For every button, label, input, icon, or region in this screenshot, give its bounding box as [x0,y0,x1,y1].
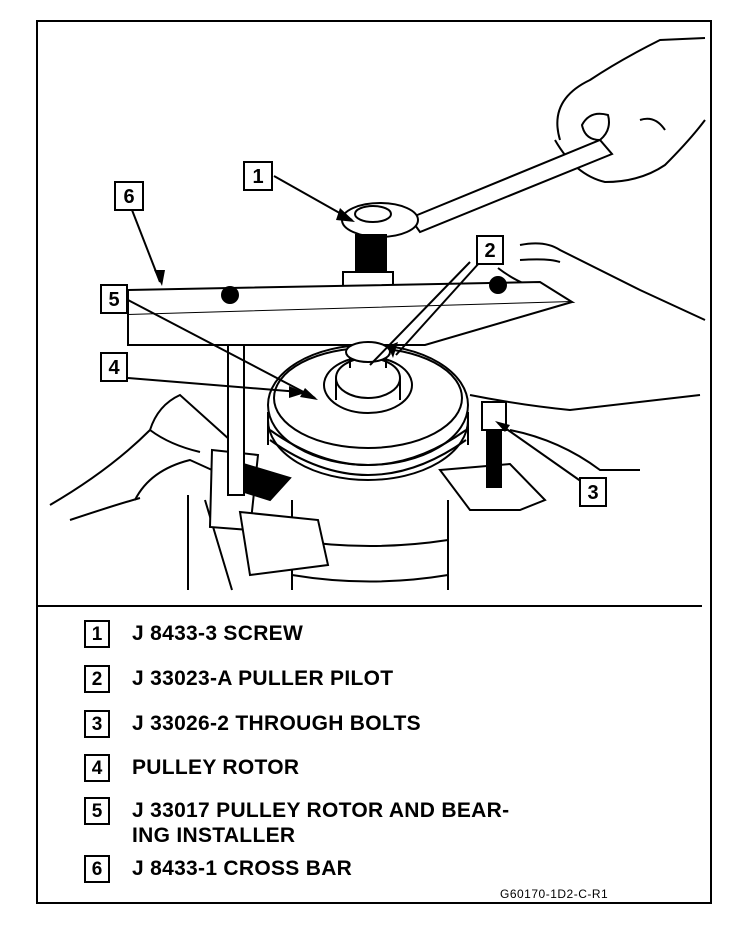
leader-lines [127,175,583,483]
legend-label: J 33017 PULLEY ROTOR AND BEAR- ING INSTA… [132,797,509,848]
figure-code: G60170-1D2-C-R1 [500,887,609,901]
callout-5: 5 [100,284,128,314]
wrench [341,138,614,238]
legend-item-2: 2 J 33023-A PULLER PILOT [84,665,393,693]
cross-bar [127,276,576,346]
legend-item-6: 6 J 8433-1 CROSS BAR [84,855,352,883]
legend-number: 5 [84,797,110,825]
legend-item-4: 4 PULLEY ROTOR [84,754,299,782]
legend-label-line: PULLEY ROTOR [132,756,300,779]
pulley-rotor [267,341,469,481]
legend-item-1: 1 J 8433-3 SCREW [84,620,303,648]
callout-4: 4 [100,352,128,382]
legend-label: J 33026-2 THROUGH BOLTS [132,710,421,736]
callout-label-2: 2 [484,240,495,262]
compressor-body [187,495,449,591]
callout-label-1: 1 [252,166,263,188]
legend-number: 1 [84,620,110,648]
legend-label-line: J 8433-1 CROSS BAR [132,857,353,880]
legend-label: J 8433-1 CROSS BAR [132,855,352,881]
tool-illustration: 1 2 3 4 5 6 [49,37,706,591]
left-hand [49,393,231,521]
callout-label-4: 4 [108,357,120,379]
figure-frame [36,20,712,904]
through-bolts [227,344,507,496]
legend-label-line: J 33026-2 THROUGH BOLTS [132,712,421,735]
callout-2: 2 [476,235,504,265]
legend-label-line: J 33017 PULLEY ROTOR AND BEAR- [132,799,510,822]
legend-number: 4 [84,754,110,782]
legend-label: PULLEY ROTOR [132,754,299,780]
legend-label: J 33023-A PULLER PILOT [132,665,393,691]
legend-label-line: ING INSTALLER [132,824,296,847]
callout-3: 3 [579,477,607,507]
callout-label-5: 5 [108,289,119,311]
callout-6: 6 [114,181,144,211]
legend-item-3: 3 J 33026-2 THROUGH BOLTS [84,710,421,738]
legend-label-line: J 33023-A PULLER PILOT [132,667,394,690]
callout-label-6: 6 [123,186,134,208]
legend-label-line: J 8433-3 SCREW [132,622,304,645]
legend-item-5: 5 J 33017 PULLEY ROTOR AND BEAR- ING INS… [84,797,509,848]
legend-number: 3 [84,710,110,738]
legend-number: 6 [84,855,110,883]
callout-1: 1 [243,161,273,191]
callout-label-3: 3 [587,482,598,504]
right-hand [469,242,706,471]
legend-divider [38,605,702,607]
legend-number: 2 [84,665,110,693]
legend-label: J 8433-3 SCREW [132,620,303,646]
